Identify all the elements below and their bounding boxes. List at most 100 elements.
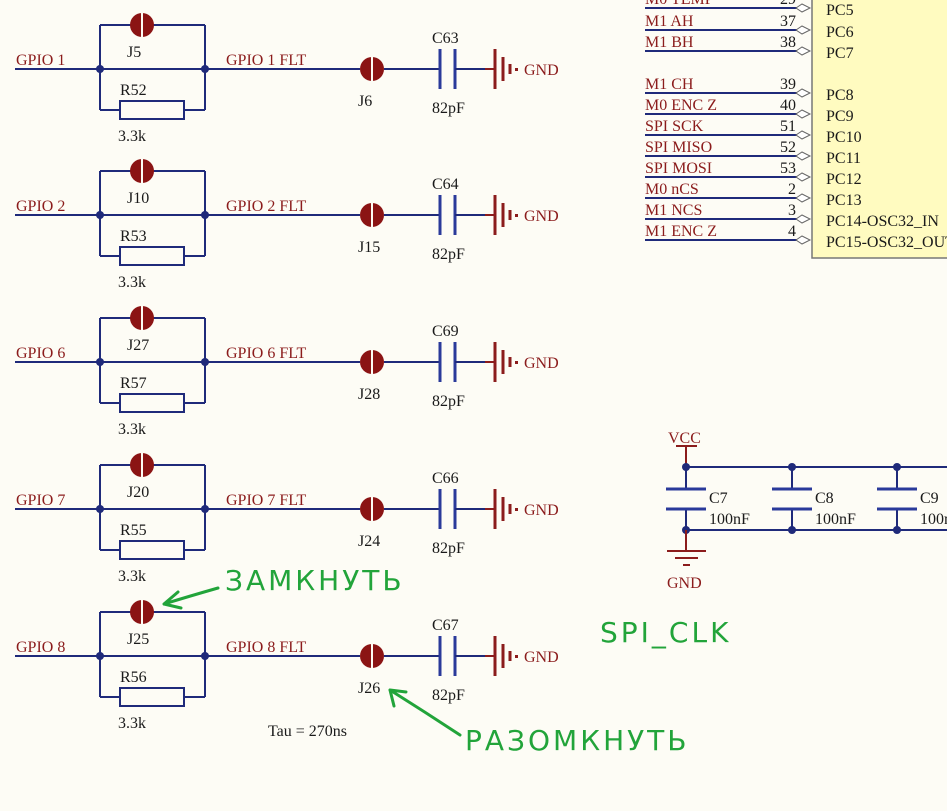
filtered-net-label: GPIO 8 FLT [226, 639, 307, 656]
pin-name: PC9 [826, 108, 854, 125]
ground-marker [515, 214, 518, 217]
junction-dot [201, 65, 209, 73]
net-label: GPIO 1 [16, 52, 65, 69]
jumper-ref: J6 [358, 93, 372, 110]
resistor [119, 393, 185, 413]
bidir-pin-arrow [795, 130, 812, 140]
resistor-value: 3.3k [118, 128, 146, 145]
pin-net-label: SPI SCK [645, 118, 704, 135]
resistor [119, 246, 185, 266]
bidir-pin-arrow [795, 193, 812, 203]
pin-net-label: M1 NCS [645, 202, 702, 219]
solder-jumper [130, 600, 154, 624]
gnd-label: GND [524, 62, 559, 79]
filtered-net-label: GPIO 1 FLT [226, 52, 307, 69]
pin-net-label: M0 ENC Z [645, 97, 717, 114]
junction-dot [96, 358, 104, 366]
capacitor-ref: C69 [432, 323, 459, 340]
resistor [119, 100, 185, 120]
bidir-pin-arrow [795, 25, 812, 35]
resistor-ref: R57 [120, 375, 147, 392]
capacitor-value: 82pF [432, 393, 465, 410]
capacitor-value: 82pF [432, 540, 465, 557]
solder-jumper [360, 57, 384, 81]
jumper-ref: J20 [127, 484, 149, 501]
junction-dot [201, 505, 209, 513]
bidir-pin-arrow [795, 3, 812, 13]
bidir-pin-arrow [795, 214, 812, 224]
pin-name: PC8 [826, 87, 854, 104]
jumper-ref: J10 [127, 190, 149, 207]
pin-number: 3 [788, 202, 796, 219]
pin-number: 52 [780, 139, 796, 156]
bidir-pin-arrow [795, 109, 812, 119]
jumper-ref: J26 [358, 680, 380, 697]
bidir-pin-arrow [795, 151, 812, 161]
vcc-label: VCC [668, 430, 701, 447]
pin-name: PC11 [826, 150, 861, 167]
pin-name: PC5 [826, 2, 854, 19]
pin-name: PC6 [826, 24, 854, 41]
junction-dot [201, 211, 209, 219]
handwritten-spi-clk-note: SPI_CLK [600, 616, 731, 649]
gnd-label: GND [667, 575, 702, 592]
jumper-ref: J5 [127, 44, 141, 61]
pin-name: PC14-OSC32_IN [826, 213, 939, 230]
capacitor-value: 100nF [815, 511, 856, 528]
junction-dot [96, 505, 104, 513]
pin-name: PC12 [826, 171, 862, 188]
pin-number: 39 [780, 76, 796, 93]
mcu-body [811, 0, 947, 259]
resistor-value: 3.3k [118, 568, 146, 585]
ground-marker [515, 361, 518, 364]
junction-dot [96, 65, 104, 73]
bidir-pin-arrow [795, 235, 812, 245]
capacitor-ref: C64 [432, 176, 459, 193]
junction-dot [201, 358, 209, 366]
pin-number: 51 [780, 118, 796, 135]
net-label: GPIO 6 [16, 345, 65, 362]
capacitor-ref: C66 [432, 470, 459, 487]
solder-jumper [360, 497, 384, 521]
pin-name: PC7 [826, 45, 854, 62]
capacitor-ref: C7 [709, 490, 728, 507]
resistor-ref: R56 [120, 669, 147, 686]
pin-number: 38 [780, 34, 796, 51]
pin-number: 29 [780, 0, 796, 8]
junction-dot [96, 652, 104, 660]
filtered-net-label: GPIO 7 FLT [226, 492, 307, 509]
pin-net-label: M0 nCS [645, 181, 699, 198]
gnd-label: GND [524, 502, 559, 519]
capacitor-value: 82pF [432, 687, 465, 704]
filtered-net-label: GPIO 2 FLT [226, 198, 307, 215]
resistor-ref: R53 [120, 228, 147, 245]
jumper-ref: J27 [127, 337, 149, 354]
net-label: GPIO 7 [16, 492, 65, 509]
solder-jumper [360, 350, 384, 374]
pin-net-label: M0 TEMP [645, 0, 714, 8]
net-label: GPIO 2 [16, 198, 65, 215]
resistor-ref: R52 [120, 82, 147, 99]
jumper-ref: J15 [358, 239, 380, 256]
capacitor-ref: C67 [432, 617, 459, 634]
bidir-pin-arrow [795, 88, 812, 98]
pin-net-label: SPI MISO [645, 139, 712, 156]
pin-name: PC13 [826, 192, 862, 209]
solder-jumper [130, 13, 154, 37]
capacitor-value: 82pF [432, 246, 465, 263]
pin-number: 53 [780, 160, 796, 177]
handwritten-arrow [388, 688, 462, 737]
handwritten-close-note: ЗАМКНУТЬ [225, 564, 405, 597]
solder-jumper [130, 159, 154, 183]
time-constant-note: Tau = 270ns [268, 723, 347, 740]
pin-name: PC15-OSC32_OUT [826, 234, 947, 251]
net-label: GPIO 8 [16, 639, 65, 656]
pin-net-label: M1 AH [645, 13, 694, 30]
gnd-label: GND [524, 355, 559, 372]
ground-marker [515, 68, 518, 71]
jumper-ref: J25 [127, 631, 149, 648]
capacitor-value: 82pF [432, 100, 465, 117]
ground-marker [515, 655, 518, 658]
resistor-value: 3.3k [118, 421, 146, 438]
resistor [119, 540, 185, 560]
